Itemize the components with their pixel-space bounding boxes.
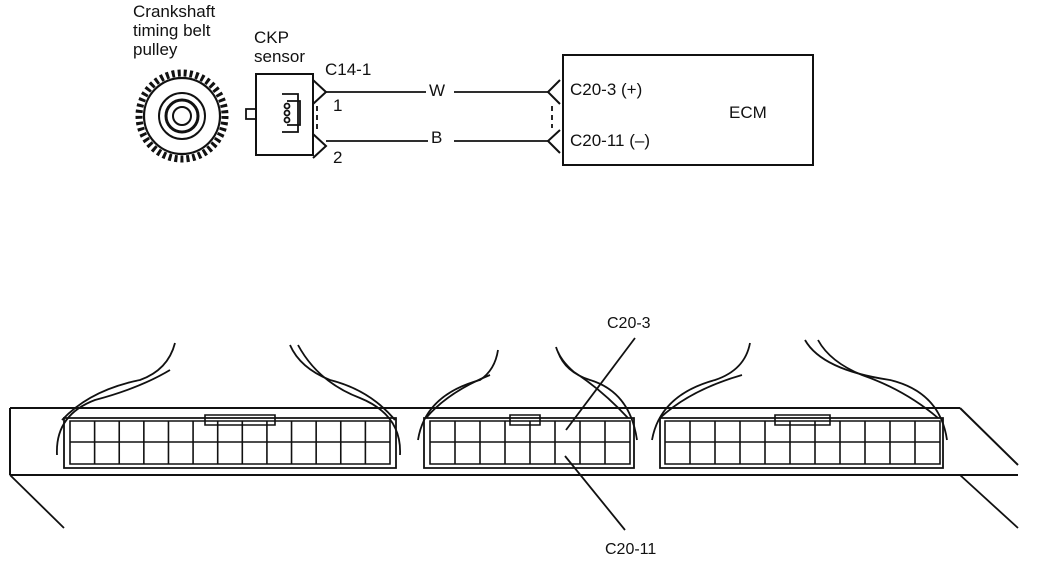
pulley-label: Crankshaft timing belt pulley	[133, 2, 216, 59]
crankshaft-pulley-drawing	[139, 73, 225, 159]
right-connector-outline	[652, 340, 947, 468]
callout-c20-3-leader	[566, 338, 635, 430]
connector-c14-1-label: C14-1	[325, 60, 372, 79]
ckp-sensor-drawing	[246, 74, 313, 155]
pin-1-label: 1	[333, 96, 343, 115]
wiring-drawing	[326, 92, 548, 141]
left-connector-outline	[57, 343, 400, 468]
pin-2-label: 2	[333, 148, 343, 167]
middle-connector-outline	[418, 347, 637, 468]
connector-c14-1-drawing	[313, 80, 326, 158]
wire-white-label: W	[429, 81, 446, 100]
ecm-housing-drawing	[10, 408, 1018, 528]
ecm-label: ECM	[729, 103, 767, 122]
callout-c20-11-leader	[565, 456, 625, 530]
wire-black-label: B	[431, 128, 443, 147]
ecm-box	[563, 55, 813, 165]
callout-c20-3-label: C20-3	[607, 315, 651, 332]
ecm-pin-c20-3-label: C20-3 (+)	[570, 80, 643, 99]
ecm-pin-c20-11-label: C20-11 (–)	[570, 131, 650, 150]
callout-c20-11-label: C20-11	[605, 541, 657, 558]
connector-c20-drawing	[548, 80, 560, 153]
sensor-label: CKP sensor	[254, 28, 306, 66]
ecm-terminal-grids	[70, 415, 940, 464]
